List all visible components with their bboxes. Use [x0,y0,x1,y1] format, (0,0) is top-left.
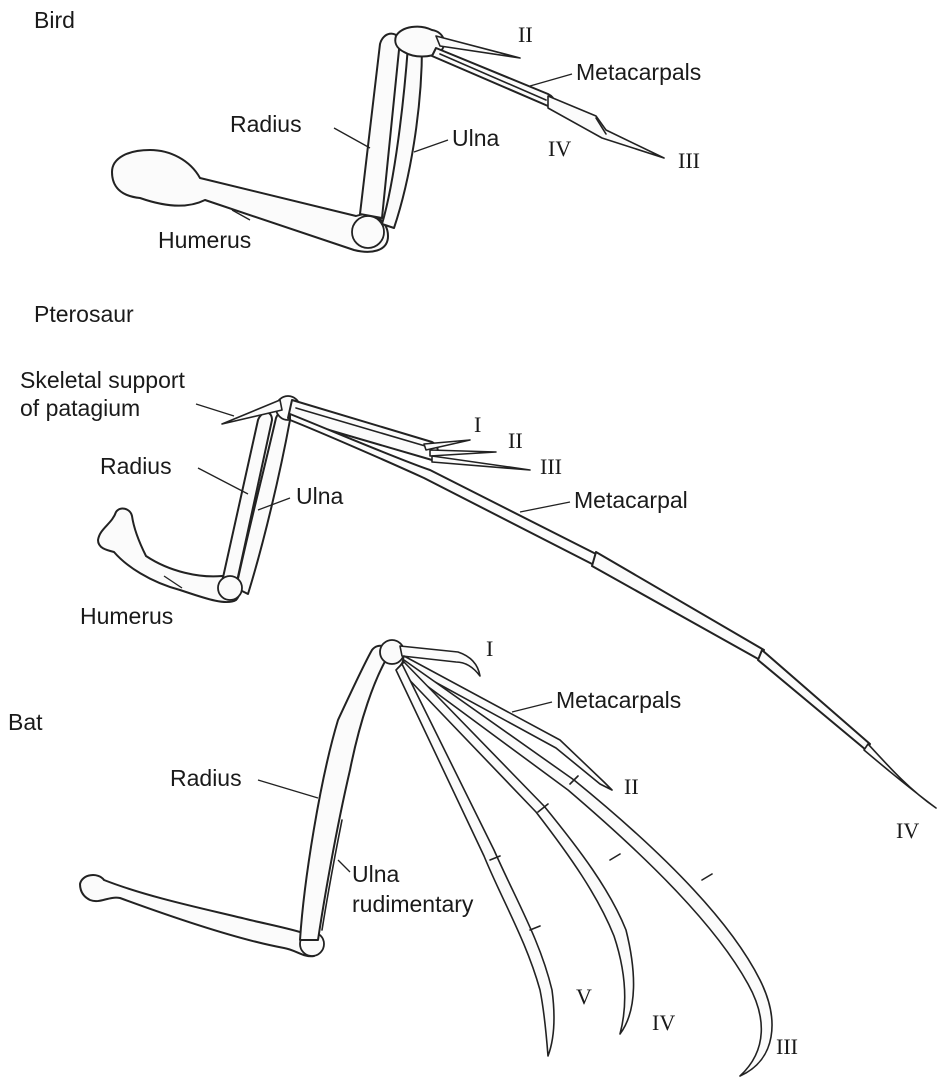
pterosaur-digit-ii-bone [430,450,496,456]
bat-digit-v-label: V [576,984,592,1009]
bird-radius-label: Radius [230,111,302,137]
pterosaur-metacarpal-label: Metacarpal [574,487,688,513]
pterosaur-radius-leader [198,468,248,494]
pterosaur-support-label-line2: of patagium [20,395,140,421]
pterosaur-wing-phalanx-2 [758,650,870,750]
bird-radius-leader [334,128,370,148]
bat-radius-label: Radius [170,765,242,791]
pterosaur-digit-iii-label: III [540,454,562,479]
bird-ulna-label: Ulna [452,125,500,151]
bird-metacarpals-leader [530,74,572,86]
pterosaur-digit-iv-label: IV [896,818,919,843]
pterosaur-radius-label: Radius [100,453,172,479]
bat-digit-i-label: I [486,636,493,661]
bat-digit-iv-label: IV [652,1010,675,1035]
pterosaur-support-leader [196,404,234,416]
bat-ulna-label-line1: Ulna [352,861,400,887]
bird-humerus-label: Humerus [158,227,251,253]
pterosaur-pteroid-bone [222,400,282,424]
bird-metacarpal-line [440,54,546,100]
bat-digit-ii-label: II [624,774,639,799]
bat-wing: Bat Radius Ulna rudimentary Metacarpals … [8,636,798,1076]
pterosaur-digit-iii-bone [432,456,530,470]
bat-metacarpals-leader [512,702,552,712]
pterosaur-support-label-line1: Skeletal support [20,367,186,393]
pterosaur-wing: Pterosaur Skeletal support of patagium R… [20,301,936,843]
bat-digit-v-bone [396,664,554,1056]
pterosaur-elbow-joint [218,576,242,600]
pterosaur-humerus-label: Humerus [80,603,173,629]
bat-radius-leader [258,780,318,798]
bird-metacarpals-label: Metacarpals [576,59,701,85]
bat-ulna-leader [338,860,350,872]
pterosaur-digit-ii-label: II [508,428,523,453]
bird-digit-iv-label: IV [548,136,571,161]
pterosaur-title: Pterosaur [34,301,134,327]
bird-wing: Bird Radius Ulna Humerus Metacarpals II … [34,7,701,253]
bird-elbow-joint [352,216,384,248]
pterosaur-metacarpal-leader [520,502,570,512]
pterosaur-wing-phalanx-1 [592,552,764,660]
pterosaur-digit-i-label: I [474,412,481,437]
bird-ulna-leader [414,140,448,152]
bat-ulna-label-line2: rudimentary [352,891,474,917]
bat-digit-iii-label: III [776,1034,798,1059]
bat-title: Bat [8,709,43,735]
bird-digit-iii-label: III [678,148,700,173]
bat-humerus-bone [80,875,319,956]
pterosaur-ulna-label: Ulna [296,483,344,509]
bird-digit-ii-label: II [518,22,533,47]
bat-metacarpals-label: Metacarpals [556,687,681,713]
pterosaur-wing-phalanx-3 [864,744,936,808]
bird-title: Bird [34,7,75,33]
